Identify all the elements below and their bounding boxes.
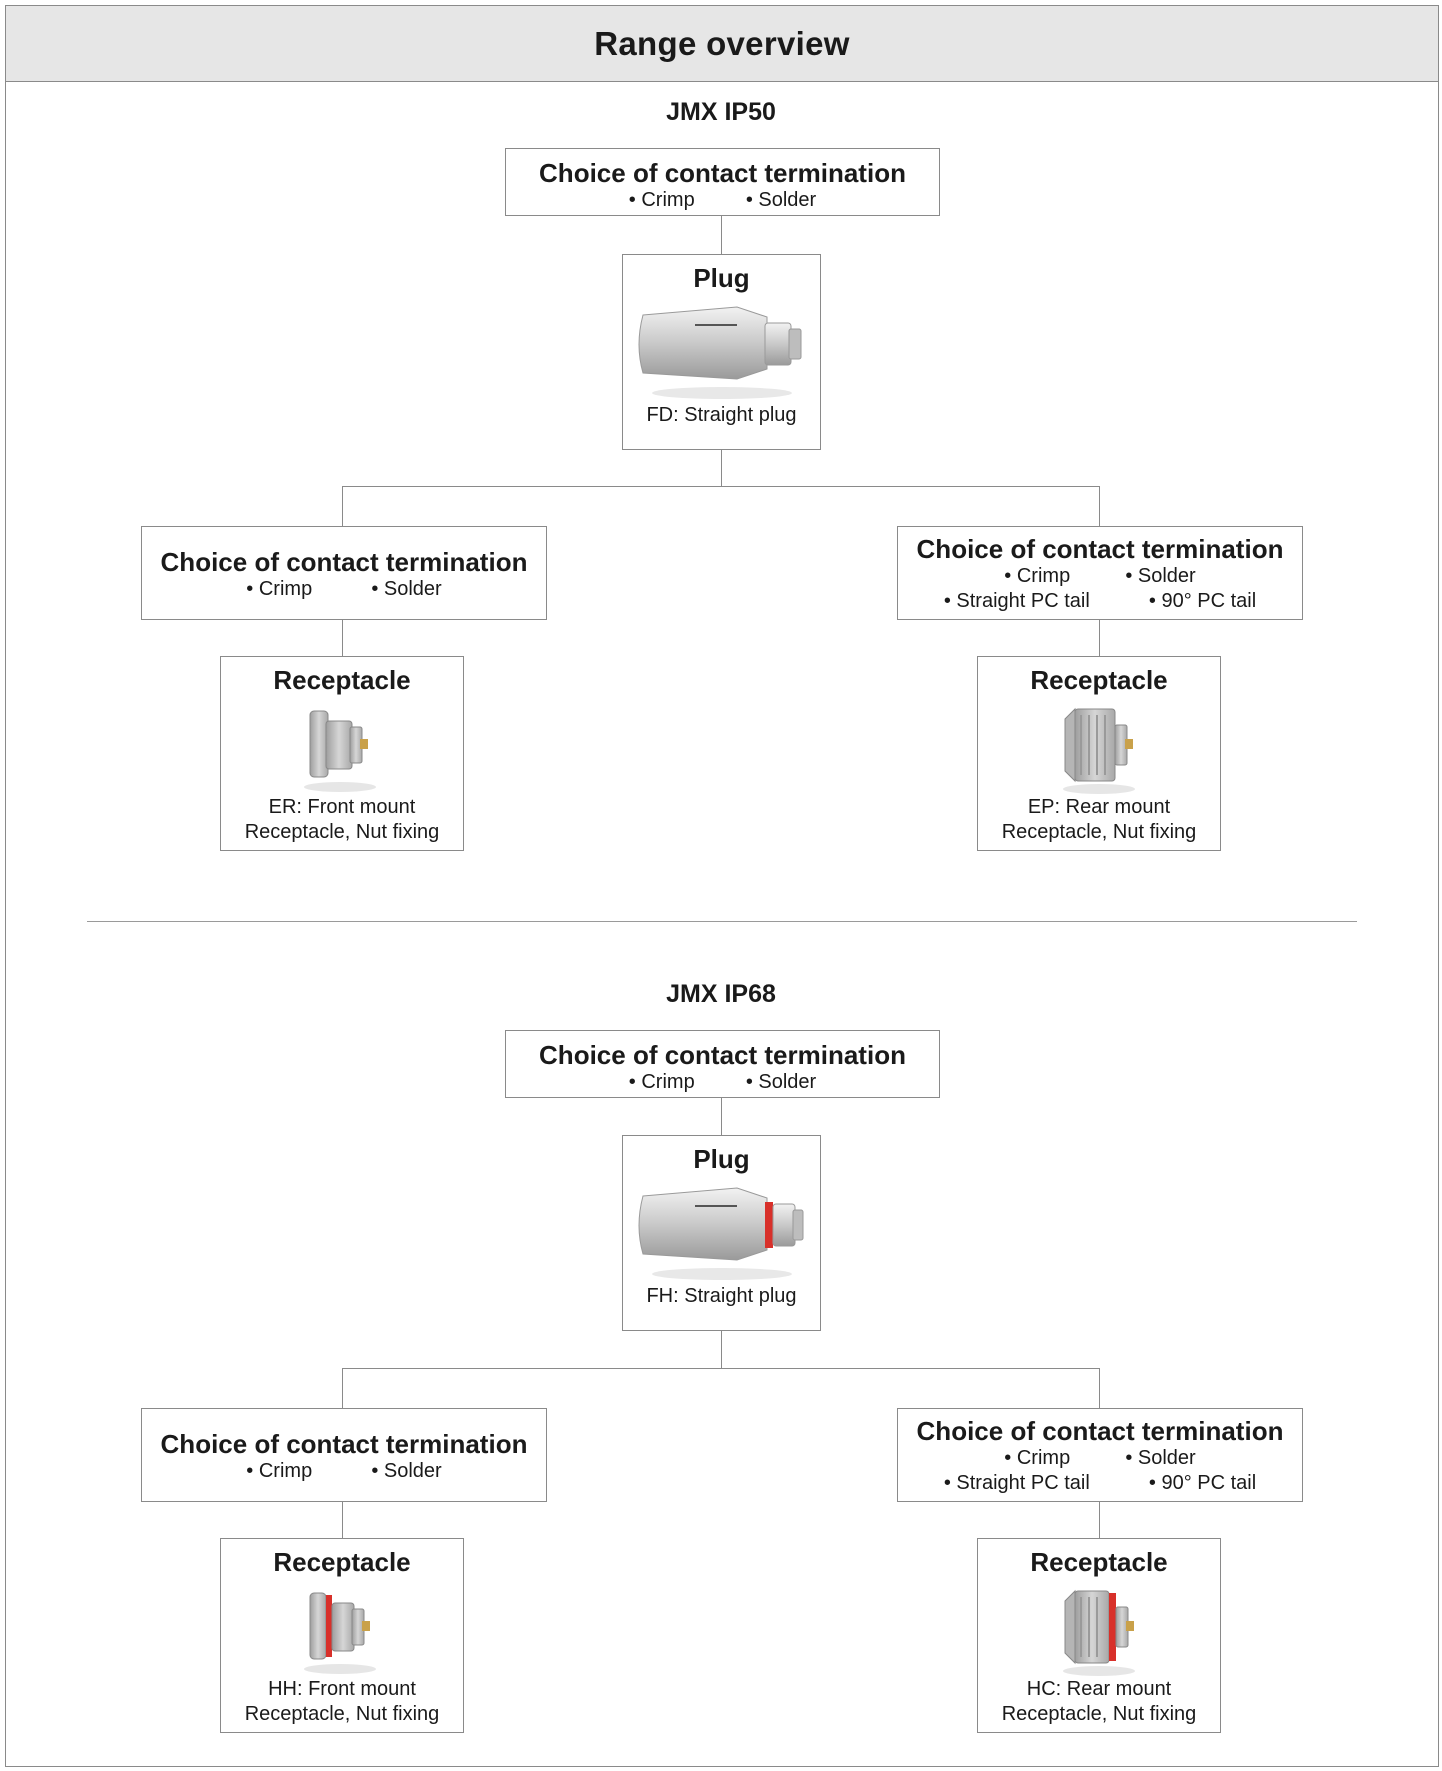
rear-mount-receptacle-image [1063,707,1135,794]
option-crimp: • Crimp [1004,1447,1071,1469]
section-title: JMX IP68 [666,980,776,1008]
connector-line [721,216,722,254]
option-straight-pc-tail: • Straight PC tail [943,1472,1090,1494]
option-solder: • Solder [371,578,442,600]
option-straight-pc-tail: • Straight PC tail [943,590,1090,612]
section-divider [87,921,1357,922]
option-solder: • Solder [1125,1447,1196,1469]
option-crimp: • Crimp [628,1071,695,1093]
option-crimp: • Crimp [1004,565,1071,587]
left-termination-box: Choice of contact termination • Crimp • … [141,1408,547,1502]
option-90-pc-tail: • 90° PC tail [1148,590,1257,612]
receptacle-caption-line1: EP: Rear mount [1027,796,1171,818]
termination-options: • Crimp • Solder [142,577,546,602]
range-overview-frame: Range overview [5,5,1439,1767]
receptacle-title: Receptacle [273,665,411,695]
receptacle-caption-line2: Receptacle, Nut fixing [244,1703,440,1725]
plug-title: Plug [693,263,750,293]
receptacle-caption-line2: Receptacle, Nut fixing [1001,821,1197,843]
termination-options-row1: • Crimp • Solder [898,1446,1302,1471]
option-solder: • Solder [371,1460,442,1482]
option-crimp: • Crimp [246,578,313,600]
termination-title: Choice of contact termination [539,1040,906,1070]
plug-box: Plug FH: Straight plug [622,1135,821,1331]
plug-box: Plug FD: Straight plug [622,254,821,450]
connector-line [721,450,722,486]
termination-title: Choice of contact termination [916,534,1284,564]
connector-line [342,1368,343,1408]
option-solder: • Solder [745,1071,817,1093]
option-crimp: • Crimp [246,1460,313,1482]
right-termination-box: Choice of contact termination • Crimp • … [897,526,1303,620]
termination-options-row1: • Crimp • Solder [898,564,1302,589]
left-receptacle-box: Receptacle HH: Front mount Receptacle, N… [220,1538,464,1733]
connector-line [342,1502,343,1538]
branch-line [342,486,1100,487]
rear-mount-receptacle-sealed-image [1063,1589,1135,1676]
connector-line [721,1098,722,1135]
receptacle-caption-line1: ER: Front mount [268,796,416,818]
right-termination-box: Choice of contact termination • Crimp • … [897,1408,1303,1502]
plug-caption: FD: Straight plug [646,404,797,426]
plug-termination-box: Choice of contact termination • Crimp • … [505,148,940,216]
termination-options-row2: • Straight PC tail • 90° PC tail [898,589,1302,614]
right-receptacle-box: Receptacle HC: Rear mount Receptacle, Nu… [977,1538,1221,1733]
receptacle-title: Receptacle [273,1547,411,1577]
termination-options: • Crimp • Solder [506,188,939,213]
termination-title: Choice of contact termination [916,1416,1284,1446]
connector-line [1099,620,1100,656]
section-title: JMX IP50 [666,98,776,126]
receptacle-caption-line2: Receptacle, Nut fixing [1001,1703,1197,1725]
termination-title: Choice of contact termination [160,547,528,577]
option-crimp: • Crimp [628,189,695,211]
receptacle-title: Receptacle [1030,665,1168,695]
connector-line [721,1331,722,1368]
front-mount-receptacle-sealed-image [304,1592,376,1674]
page-title: Range overview [6,6,1438,82]
receptacle-title: Receptacle [1030,1547,1168,1577]
straight-plug-sealed-image [638,1187,803,1280]
plug-caption: FH: Straight plug [646,1285,797,1307]
plug-termination-box: Choice of contact termination • Crimp • … [505,1030,940,1098]
termination-options-row2: • Straight PC tail • 90° PC tail [898,1471,1302,1496]
connector-line [342,620,343,656]
straight-plug-image [638,306,801,399]
left-termination-box: Choice of contact termination • Crimp • … [141,526,547,620]
option-solder: • Solder [1125,565,1196,587]
receptacle-caption-line1: HH: Front mount [268,1678,416,1700]
branch-line [342,1368,1100,1369]
connector-line [1099,1502,1100,1538]
termination-options: • Crimp • Solder [506,1070,939,1095]
termination-title: Choice of contact termination [160,1429,528,1459]
left-receptacle-box: Receptacle ER: Front mount Receptacle, N… [220,656,464,851]
option-solder: • Solder [745,189,817,211]
front-mount-receptacle-image [304,710,376,792]
connector-line [342,486,343,526]
option-90-pc-tail: • 90° PC tail [1148,1472,1257,1494]
receptacle-caption-line2: Receptacle, Nut fixing [244,821,440,843]
connector-line [1099,486,1100,526]
termination-options: • Crimp • Solder [142,1459,546,1484]
connector-line [1099,1368,1100,1408]
right-receptacle-box: Receptacle EP: Rear mount Receptacle, Nu… [977,656,1221,851]
receptacle-caption-line1: HC: Rear mount [1026,1678,1172,1700]
plug-title: Plug [693,1144,750,1174]
termination-title: Choice of contact termination [539,158,906,188]
